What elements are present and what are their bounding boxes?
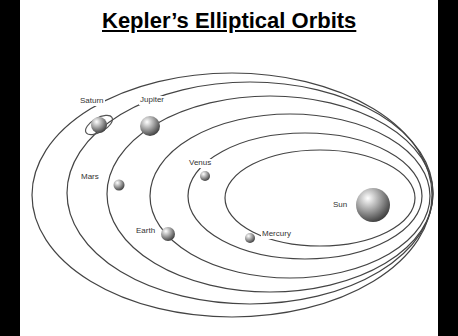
planet-sphere [140,116,160,136]
planet-sphere [114,180,125,191]
planet-label: Sun [332,201,348,210]
orbit-ellipse [150,114,430,278]
orbit-ellipse [67,82,433,304]
sun-sphere [356,188,390,222]
planet-sphere [200,171,210,181]
orbit-ellipse [225,150,415,246]
orbit-ellipse [32,73,432,317]
planet-label: Mercury [261,230,292,239]
planet-sphere [91,117,107,133]
side-bar [0,0,20,336]
planet-label: Venus [188,159,212,168]
planet-label: Saturn [79,97,105,106]
orbit-ellipse [188,133,422,259]
planet-label: Earth [135,227,156,236]
diagram-title: Kepler’s Elliptical Orbits [102,8,356,33]
planet-sphere [161,227,175,241]
planet-sphere [245,233,255,243]
side-bar [438,0,458,336]
saturn-ring [83,111,116,138]
planet-label: Mars [80,173,100,182]
orbit-ellipse [107,96,433,292]
planet-label: Jupiter [139,96,165,105]
